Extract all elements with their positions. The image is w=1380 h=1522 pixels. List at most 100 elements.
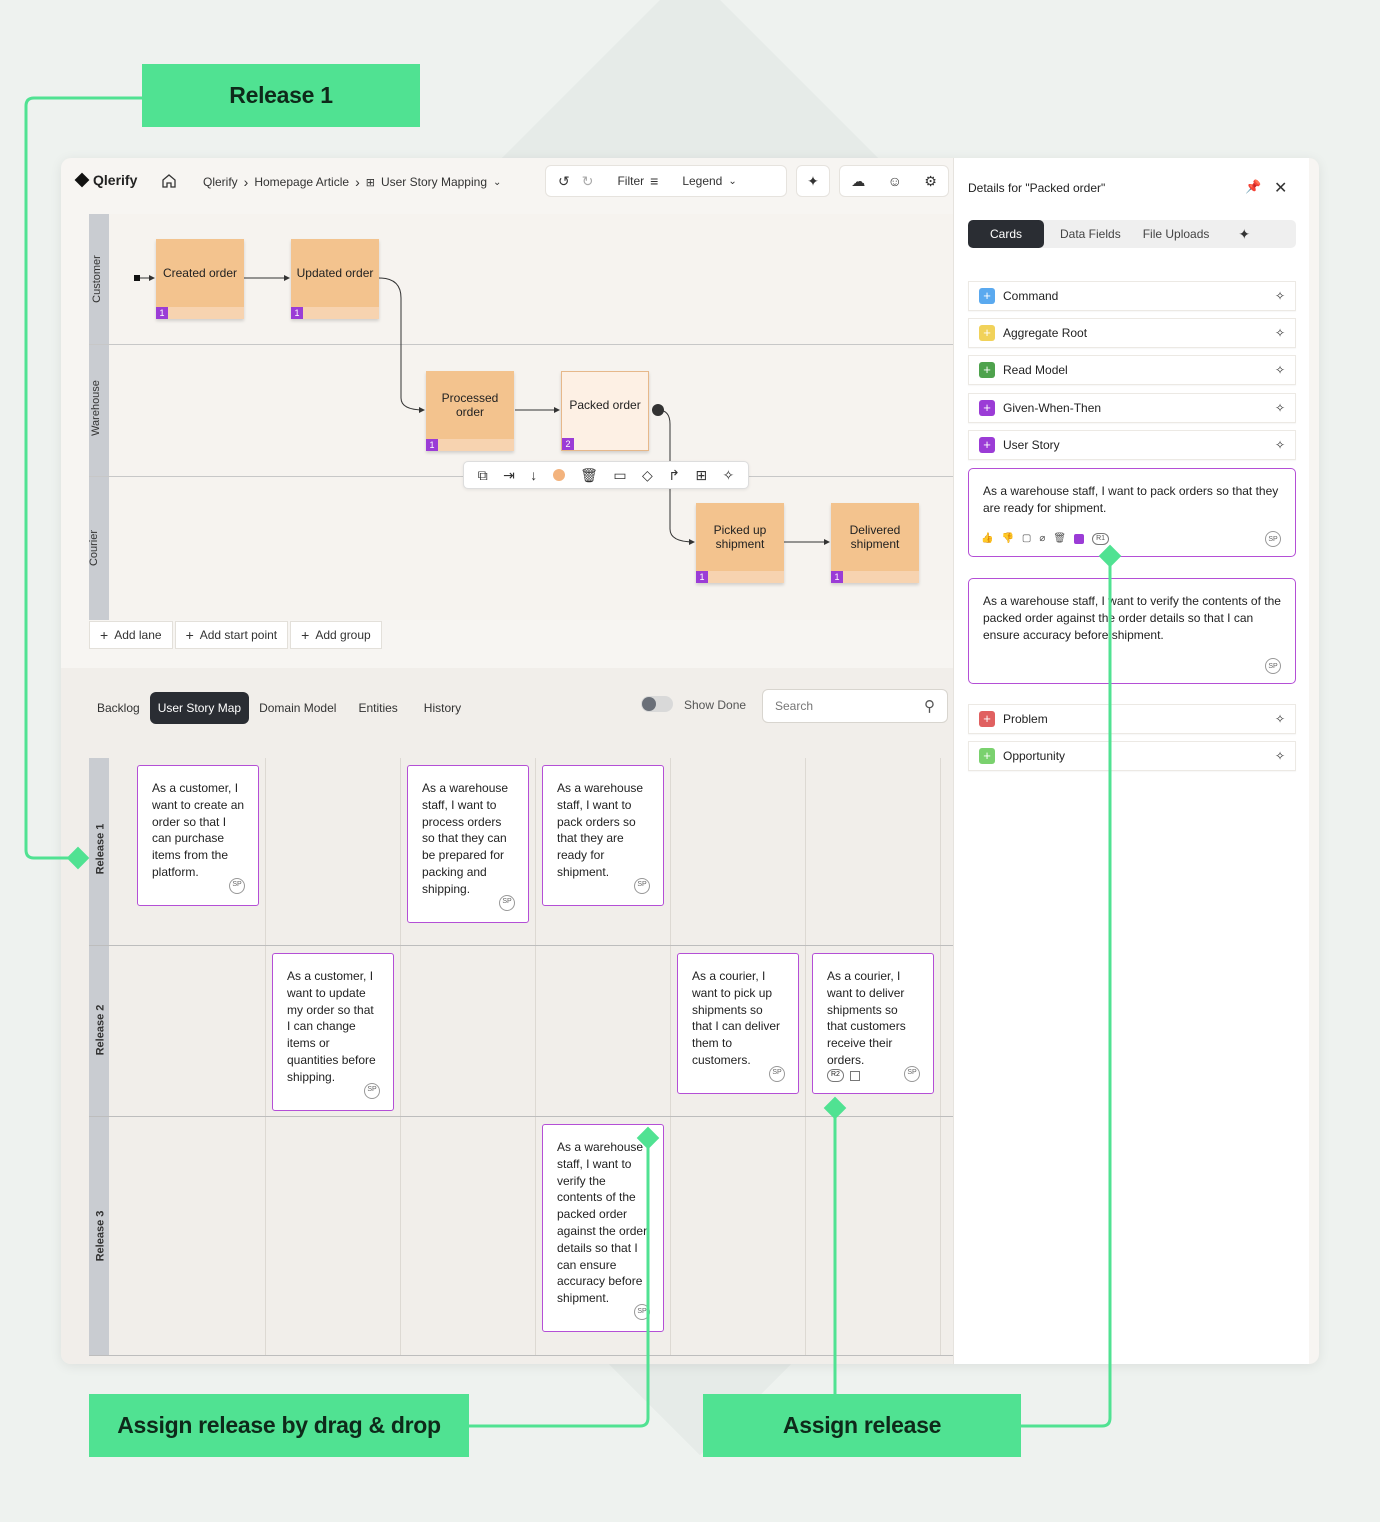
sparkle-icon[interactable]: ✧ [1274, 363, 1285, 377]
release-tag[interactable]: R2 [827, 1068, 844, 1082]
filter-button[interactable]: Filter≡ [605, 166, 670, 196]
tab-backlog[interactable]: Backlog [97, 701, 140, 715]
user-story-card[interactable]: As a warehouse staff, I want to pack ord… [968, 468, 1296, 557]
plus-icon: + [979, 325, 995, 341]
callout-text: Release 1 [229, 82, 333, 108]
card-type-aggregate-root[interactable]: +Aggregate Root✧ [968, 318, 1296, 348]
redo-button[interactable]: ↻ [582, 166, 606, 196]
sticky-label: Processed order [441, 391, 499, 419]
logo[interactable]: Qlerify [74, 172, 137, 188]
card-type-user-story[interactable]: +User Story✧ [968, 430, 1296, 460]
tab-user-story-map[interactable]: User Story Map [149, 692, 250, 724]
rectangle-icon[interactable]: ▭ [613, 466, 627, 483]
story-card[interactable]: As a customer, I want to update my order… [272, 953, 394, 1111]
add-box-icon[interactable]: ⊞ [695, 466, 708, 483]
add-user-icon[interactable]: ☺ [887, 173, 902, 189]
column-divider [805, 758, 806, 1356]
tab-cards[interactable]: Cards [968, 220, 1044, 248]
sticky-label: Packed order [569, 398, 641, 412]
sparkle-icon[interactable]: ✧ [1274, 749, 1285, 763]
tab-entities[interactable]: Entities [358, 701, 398, 715]
sparkle-icon[interactable]: ✦ [1238, 225, 1251, 242]
breadcrumb-item[interactable]: User Story Mapping [380, 175, 487, 189]
tab-data-fields[interactable]: Data Fields [1060, 227, 1121, 241]
pin-icon[interactable]: 📌 [1245, 179, 1262, 194]
breadcrumb-item[interactable]: Qlerify [203, 175, 238, 189]
story-points-badge[interactable]: SP [229, 877, 245, 894]
sparkle-icon[interactable]: ✧ [722, 466, 735, 483]
story-points-badge[interactable]: SP [1265, 531, 1281, 547]
sparkle-icon[interactable]: ✧ [1274, 289, 1285, 303]
color-dot-icon[interactable] [552, 469, 565, 481]
home-icon[interactable] [161, 173, 177, 189]
card-type-given-when-then[interactable]: +Given-When-Then✧ [968, 393, 1296, 423]
board-icon[interactable] [850, 1070, 860, 1081]
search-input[interactable]: Search⚲ [762, 689, 948, 723]
legend-label: Legend [682, 174, 723, 188]
story-points-badge[interactable]: SP [769, 1065, 785, 1082]
redirect-arrow-icon[interactable]: ↱ [668, 466, 680, 483]
story-points-badge[interactable]: SP [499, 894, 515, 911]
shapes-icon[interactable]: ⧉ [477, 466, 488, 483]
column-divider [670, 758, 671, 1356]
undo-button[interactable]: ↺ [546, 166, 582, 196]
add-start-point-button[interactable]: +Add start point [174, 621, 289, 649]
card-type-opportunity[interactable]: +Opportunity✧ [968, 741, 1296, 771]
logo-mark-icon [74, 172, 90, 188]
story-points-badge[interactable]: SP [634, 877, 650, 894]
breadcrumb-item[interactable]: Homepage Article [254, 175, 350, 189]
attachment-icon[interactable]: ⌀ [1039, 533, 1046, 544]
search-placeholder: Search [775, 699, 814, 713]
arrow-right-bar-icon[interactable]: ⇥ [503, 466, 515, 483]
panel-tabs: Cards Data Fields File Uploads ✦ [968, 220, 1296, 248]
story-card[interactable]: As a warehouse staff, I want to process … [407, 765, 529, 923]
story-card[interactable]: As a courier, I want to pick up shipment… [677, 953, 799, 1094]
story-card[interactable]: As a courier, I want to deliver shipment… [812, 953, 934, 1094]
tab-file-uploads[interactable]: File Uploads [1142, 227, 1210, 241]
sparkle-icon[interactable]: ✧ [1274, 712, 1285, 726]
story-points-badge[interactable]: SP [364, 1082, 380, 1099]
story-card[interactable]: As a warehouse staff, I want to pack ord… [542, 765, 664, 906]
legend-button[interactable]: Legend⌄ [670, 166, 748, 196]
story-card[interactable]: As a warehouse staff, I want to verify t… [542, 1124, 664, 1332]
trash-icon[interactable]: 🗑 [1053, 533, 1067, 544]
toolbar-group: ↺ ↻ Filter≡ Legend⌄ [545, 165, 787, 197]
sparkle-icon[interactable]: ✧ [1274, 326, 1285, 340]
arrow-down-icon[interactable]: ↓ [530, 467, 538, 483]
release-tag[interactable]: R1 [1092, 532, 1110, 545]
card-type-command[interactable]: +Command✧ [968, 281, 1296, 311]
thumbs-down-icon[interactable]: 👎 [1001, 533, 1014, 544]
story-points-badge[interactable]: SP [1265, 658, 1281, 674]
sparkle-icon[interactable]: ✧ [1274, 401, 1285, 415]
story-card[interactable]: As a customer, I want to create an order… [137, 765, 259, 906]
diamond-icon[interactable]: ◇ [641, 466, 653, 483]
ai-button[interactable]: ✦ [796, 165, 830, 197]
gear-icon[interactable]: ⚙ [924, 172, 937, 189]
card-type-problem[interactable]: +Problem✧ [968, 704, 1296, 734]
thumbs-up-icon[interactable]: 👍 [981, 533, 994, 544]
color-swatch-icon[interactable] [1074, 533, 1085, 544]
story-points-badge[interactable]: SP [634, 1303, 650, 1320]
filter-label: Filter [617, 174, 645, 188]
trash-icon[interactable]: 🗑 [580, 466, 598, 483]
tab-history[interactable]: History [423, 701, 462, 715]
comment-icon[interactable]: ▢ [1021, 533, 1032, 544]
close-icon[interactable]: ✕ [1274, 180, 1288, 197]
card-type-read-model[interactable]: +Read Model✧ [968, 355, 1296, 385]
user-story-card[interactable]: As a warehouse staff, I want to verify t… [968, 578, 1296, 684]
tab-domain-model[interactable]: Domain Model [259, 701, 337, 715]
add-group-button[interactable]: +Add group [290, 621, 382, 649]
show-done-toggle[interactable] [641, 696, 673, 712]
story-points-badge[interactable]: SP [904, 1065, 920, 1082]
cloud-icon[interactable]: ☁ [851, 172, 866, 189]
process-canvas[interactable]: Customer Warehouse Courier Created order… [61, 204, 953, 668]
add-lane-button[interactable]: +Add lane [89, 621, 173, 649]
chevron-down-icon[interactable]: ⌄ [493, 176, 502, 188]
sparkle-icon[interactable]: ✧ [1274, 438, 1285, 452]
